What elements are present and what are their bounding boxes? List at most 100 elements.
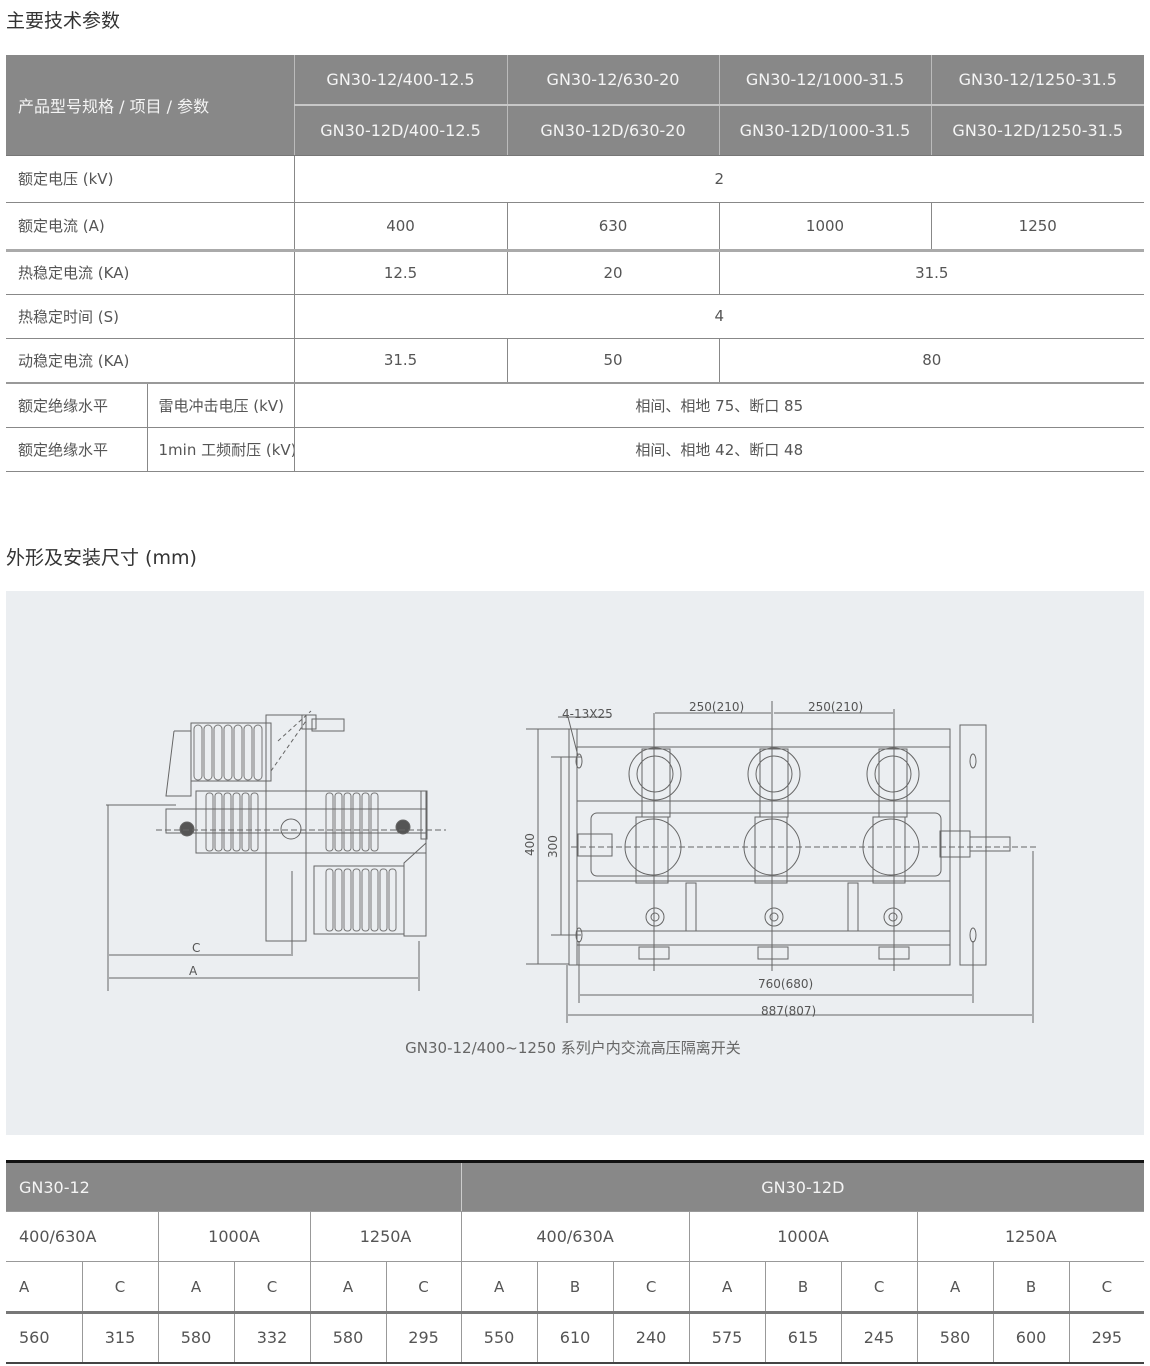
sub-header: 1000A (157, 1211, 310, 1262)
spec-row-dynamic-current: 动稳定电流 (KA) 31.5 50 80 (6, 338, 1145, 384)
dim-letter: A (309, 1261, 386, 1314)
model-header: GN30-12D/630-20 (506, 105, 720, 156)
spec-row-lightning-impulse: 额定绝缘水平 雷电冲击电压 (kV) 相间、相地 75、断口 85 (6, 383, 1145, 428)
group-header-gn30-12d: GN30-12D (460, 1160, 1145, 1212)
dim-value: 332 (233, 1312, 310, 1364)
dim-letter: A (688, 1261, 766, 1314)
dim-letter: A (916, 1261, 994, 1314)
figure-caption-wrap: GN30-12/400~1250 系列户内交流高压隔离开关 (6, 1037, 1144, 1058)
dim-letter: C (81, 1261, 158, 1314)
spec-row-thermal-current: 热稳定电流 (KA) 12.5 20 31.5 (6, 250, 1145, 295)
dim-letter: B (536, 1261, 614, 1314)
model-header: GN30-12/1250-31.5 (930, 55, 1145, 106)
spec-row-power-freq: 额定绝缘水平 1min 工频耐压 (kV) 相间、相地 42、断口 48 (6, 427, 1145, 472)
spec-row-thermal-time: 热稳定时间 (S) 4 (6, 294, 1145, 339)
spec-header-row-2: GN30-12D/400-12.5 GN30-12D/630-20 GN30-1… (6, 105, 1145, 156)
row-label: 1min 工频耐压 (kV) (146, 427, 295, 472)
dim-value: 295 (1068, 1312, 1145, 1364)
model-header: GN30-12D/400-12.5 (293, 105, 508, 156)
dim-letter: C (1068, 1261, 1145, 1314)
sub-header: 400/630A (460, 1211, 690, 1262)
height-outer-label: 400 (523, 833, 537, 856)
row-group-label: 额定绝缘水平 (6, 427, 147, 472)
cell-value: 630 (506, 202, 720, 252)
spec-table: 产品型号规格 / 项目 / 参数 GN30-12/400-12.5 GN30-1… (6, 55, 1145, 472)
spacing-label-2: 250(210) (808, 700, 863, 714)
dimension-drawing-panel: C A (6, 591, 1144, 1135)
height-inner-label: 300 (546, 835, 560, 858)
dim-value: 315 (81, 1312, 158, 1364)
cell-value: 12.5 (293, 250, 508, 295)
cell-value: 2 (293, 155, 1145, 203)
dims-group-row: GN30-12 GN30-12D (6, 1160, 1145, 1212)
dim-value: 580 (157, 1312, 234, 1364)
dims-value-row: 560 315 580 332 580 295 550 610 240 575 … (6, 1312, 1145, 1364)
cell-value: 400 (293, 202, 508, 252)
sub-header: 1250A (916, 1211, 1145, 1262)
dim-value: 550 (460, 1312, 538, 1364)
dim-letter: C (385, 1261, 462, 1314)
dims-letter-row: A C A C A C A B C A B C A B C (6, 1261, 1145, 1314)
row-label: 雷电冲击电压 (kV) (146, 383, 295, 428)
cell-value: 31.5 (293, 338, 508, 384)
row-label: 动稳定电流 (KA) (6, 338, 295, 384)
dim-label-a: A (189, 964, 198, 978)
cell-value: 50 (506, 338, 720, 384)
dim-value: 295 (385, 1312, 462, 1364)
cell-value: 1250 (930, 202, 1145, 252)
width-total-label: 887(807) (761, 1004, 816, 1018)
row-group-label: 额定绝缘水平 (6, 383, 147, 428)
dim-value: 575 (688, 1312, 766, 1364)
cell-value: 相间、相地 75、断口 85 (293, 383, 1145, 428)
side-view-drawing: C A (106, 700, 1036, 1023)
model-header: GN30-12/630-20 (506, 55, 720, 106)
dim-value: 600 (992, 1312, 1070, 1364)
model-header: GN30-12D/1250-31.5 (930, 105, 1145, 156)
spacing-label-1: 250(210) (689, 700, 744, 714)
dim-letter: A (6, 1261, 82, 1314)
dim-value: 615 (764, 1312, 842, 1364)
dim-letter: C (233, 1261, 310, 1314)
hole-label: 4-13X25 (562, 707, 613, 721)
cell-value: 31.5 (718, 250, 1145, 295)
dim-label-c: C (192, 941, 200, 955)
dim-value: 580 (309, 1312, 386, 1364)
spec-row-rated-current: 额定电流 (A) 400 630 1000 1250 (6, 202, 1145, 252)
dim-value: 610 (536, 1312, 614, 1364)
figure-caption: GN30-12/400~1250 系列户内交流高压隔离开关 (405, 1039, 741, 1057)
row-label: 额定电压 (kV) (6, 155, 295, 203)
dim-value: 560 (6, 1312, 82, 1364)
spec-corner-label: 产品型号规格 / 项目 / 参数 (6, 55, 295, 156)
dim-value: 240 (612, 1312, 690, 1364)
spec-header-row-1: 产品型号规格 / 项目 / 参数 GN30-12/400-12.5 GN30-1… (6, 55, 1145, 156)
spec-row-rated-voltage: 额定电压 (kV) 2 (6, 155, 1145, 203)
dim-value: 245 (840, 1312, 918, 1364)
cell-value: 20 (506, 250, 720, 295)
group-header-gn30-12: GN30-12 (6, 1160, 462, 1212)
dim-letter: B (764, 1261, 842, 1314)
dim-value: 580 (916, 1312, 994, 1364)
section-title-specs: 主要技术参数 (6, 10, 121, 32)
model-header: GN30-12/1000-31.5 (718, 55, 932, 106)
section-title-dimensions: 外形及安装尺寸 (mm) (6, 547, 197, 569)
dim-letter: A (157, 1261, 234, 1314)
sub-header: 1250A (309, 1211, 462, 1262)
dims-subheader-row: 400/630A 1000A 1250A 400/630A 1000A 1250… (6, 1211, 1145, 1262)
sub-header: 400/630A (6, 1211, 158, 1262)
row-label: 热稳定电流 (KA) (6, 250, 295, 295)
cell-value: 4 (293, 294, 1145, 339)
sub-header: 1000A (688, 1211, 918, 1262)
width-mount-label: 760(680) (758, 977, 813, 991)
cell-value: 相间、相地 42、断口 48 (293, 427, 1145, 472)
dim-letter: C (612, 1261, 690, 1314)
cell-value: 80 (718, 338, 1145, 384)
row-label: 热稳定时间 (S) (6, 294, 295, 339)
model-header: GN30-12D/1000-31.5 (718, 105, 932, 156)
dim-letter: B (992, 1261, 1070, 1314)
model-header: GN30-12/400-12.5 (293, 55, 508, 106)
cell-value: 1000 (718, 202, 932, 252)
dimensions-table: GN30-12 GN30-12D 400/630A 1000A 1250A 40… (6, 1160, 1145, 1364)
dim-letter: A (460, 1261, 538, 1314)
dim-letter: C (840, 1261, 918, 1314)
row-label: 额定电流 (A) (6, 202, 295, 252)
